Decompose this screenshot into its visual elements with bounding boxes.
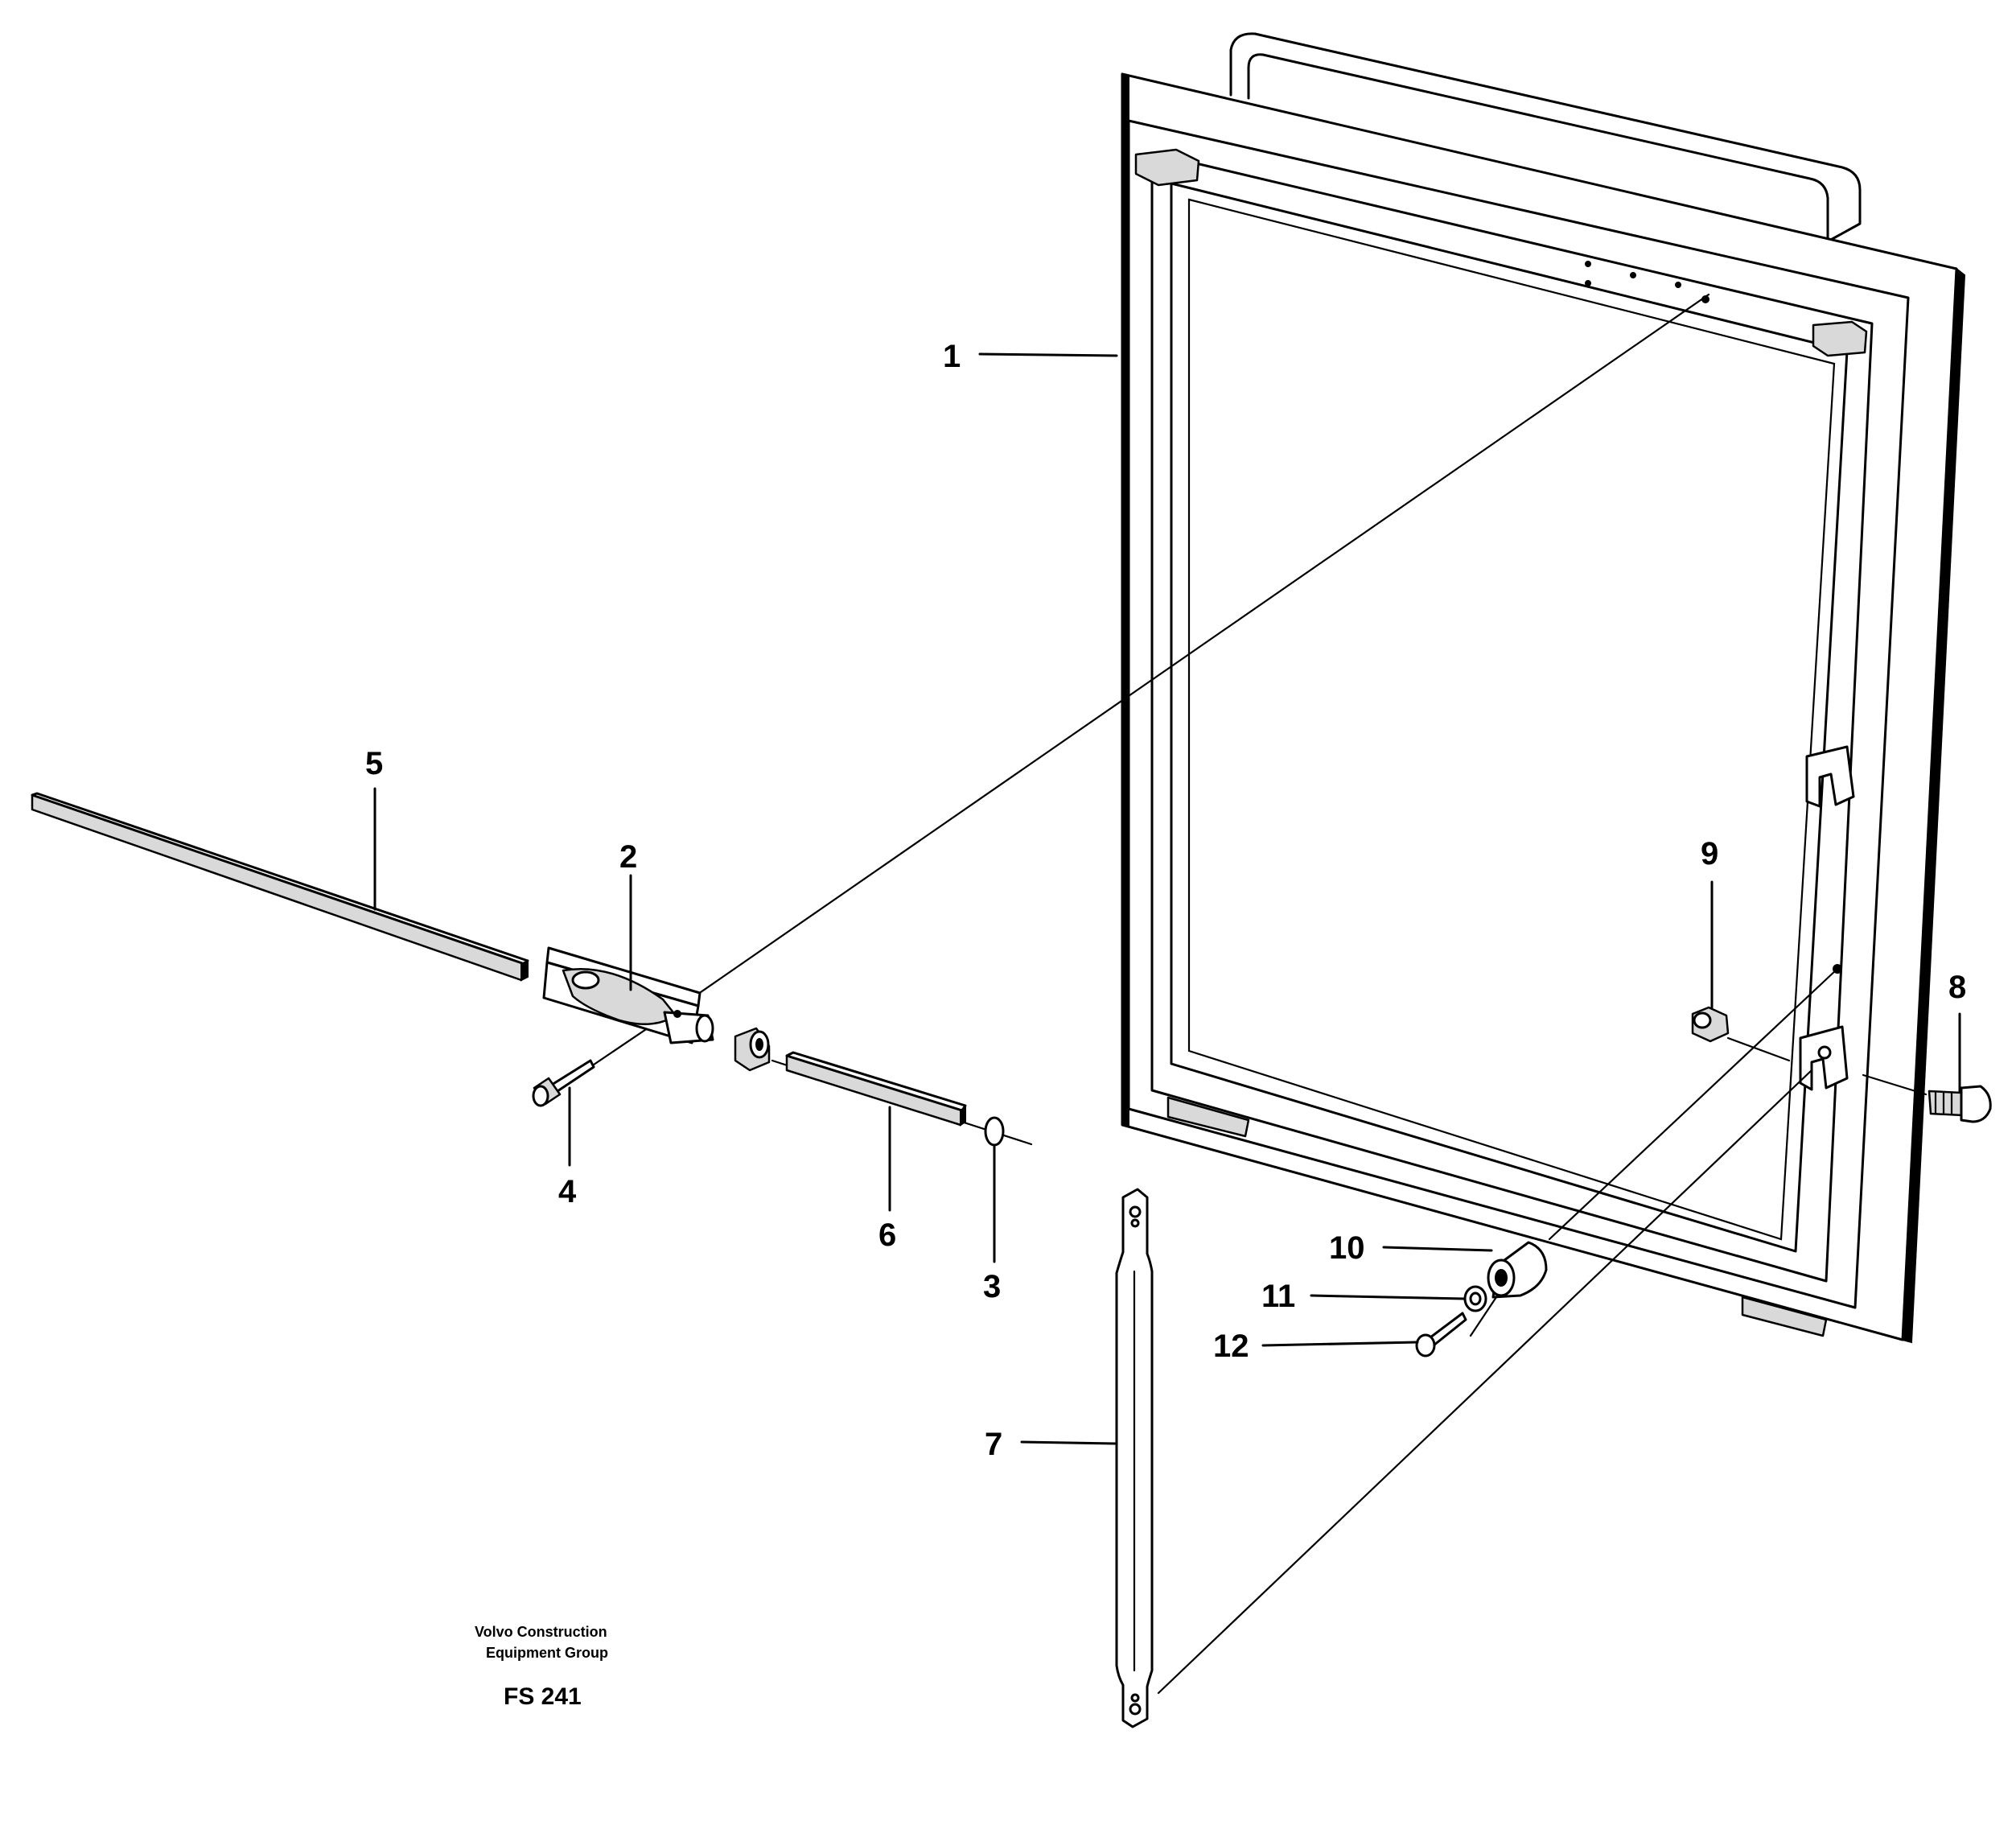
latch-part-2 xyxy=(542,946,714,1044)
screw-part-4 xyxy=(532,1059,595,1107)
frame-plate-edge xyxy=(1901,266,1966,1344)
callout-3: 3 xyxy=(983,1269,1001,1304)
window-frame-part-1 xyxy=(1121,32,1966,1344)
callout-1: 1 xyxy=(943,339,961,374)
caption-company-line-1: Volvo Construction xyxy=(475,1624,607,1640)
frame-corner-block-tr xyxy=(1812,320,1868,357)
buffer-part-10 xyxy=(1487,1241,1548,1299)
callout-9: 9 xyxy=(1701,836,1718,871)
frame-foot-left xyxy=(1166,1096,1250,1138)
nut-part-9 xyxy=(1691,1006,1730,1043)
assembly-guide-lines xyxy=(570,293,1928,1695)
washer-part-11 xyxy=(1463,1285,1487,1312)
callout-8: 8 xyxy=(1948,970,1966,1005)
callout-11: 11 xyxy=(1261,1279,1295,1314)
caption-block: Volvo Construction Equipment Group FS 24… xyxy=(475,1624,608,1710)
caption-company-line-2: Equipment Group xyxy=(486,1645,608,1661)
callout-5: 5 xyxy=(365,746,383,781)
callout-6: 6 xyxy=(878,1217,896,1253)
frame-corner-block-tl xyxy=(1134,148,1200,187)
bolt-part-8 xyxy=(1928,1085,1992,1123)
leader-lines xyxy=(373,352,1961,1445)
callout-4: 4 xyxy=(558,1174,577,1209)
figure-code: FS 241 xyxy=(504,1683,582,1710)
rail-part-6 xyxy=(785,1051,967,1127)
frame-foot-right xyxy=(1741,1296,1828,1337)
o-ring-part-3 xyxy=(984,1116,1005,1147)
callout-10: 10 xyxy=(1329,1230,1365,1266)
bushing xyxy=(734,1027,771,1072)
rail-part-5 xyxy=(31,792,529,982)
screw-part-12 xyxy=(1415,1312,1467,1357)
stay-arm-part-7 xyxy=(1115,1188,1154,1728)
callout-numbers: 1 2 3 4 5 6 7 8 9 10 11 12 xyxy=(365,339,1966,1462)
callout-7: 7 xyxy=(985,1427,1002,1462)
frame-hinge-bracket-upper xyxy=(1805,745,1855,808)
callout-12: 12 xyxy=(1213,1329,1249,1364)
frame-glass-opening xyxy=(1170,182,1849,1253)
frame-handle xyxy=(1229,32,1862,243)
callout-2: 2 xyxy=(619,839,637,875)
